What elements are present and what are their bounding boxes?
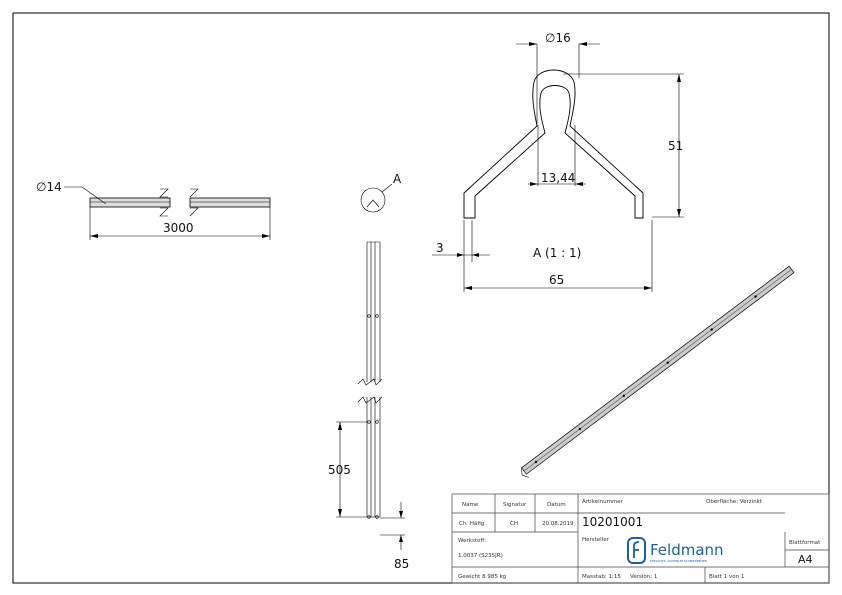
offset-85-label: 85 xyxy=(394,557,409,571)
date-value: 20.08.2019 xyxy=(542,521,574,527)
length-3000-label: 3000 xyxy=(163,221,194,235)
side-view: 505 85 xyxy=(328,241,409,571)
weight: Gewicht 8.985 kg xyxy=(458,574,506,580)
height-51-label: 51 xyxy=(668,139,683,153)
signature-value: CH xyxy=(510,521,518,527)
material-value: 1.0037 (S235JR) xyxy=(458,553,503,559)
title-block: Name Signatur Datum Ch. Häfig CH 20.08.2… xyxy=(451,493,830,584)
date-header: Datum xyxy=(547,502,566,508)
article-number: 10201001 xyxy=(582,515,643,529)
isometric-view xyxy=(521,265,795,478)
drawing-frame xyxy=(12,12,830,584)
sheet-number: Blatt 1 von 1 xyxy=(709,574,744,580)
sheet-format-value: A4 xyxy=(798,553,813,566)
name-header: Name xyxy=(462,502,479,508)
scale: Masstab: 1:15 xyxy=(582,574,621,580)
diameter-16-label: ∅16 xyxy=(545,31,571,45)
drafter-name: Ch. Häfig xyxy=(459,521,484,527)
sheet-format-label: Blattformat xyxy=(789,540,821,546)
spacing-505-label: 505 xyxy=(328,463,351,477)
feldmann-logo: Feldmann EDELSTAHL ALUMINIUM SCHMIEDEEIS… xyxy=(627,537,724,564)
detail-marker: A xyxy=(360,172,402,213)
version: Version: 1 xyxy=(630,574,657,580)
thickness-3-label: 3 xyxy=(436,241,444,255)
section-title: A (1 : 1) xyxy=(533,246,581,260)
logo-text: Feldmann xyxy=(650,541,724,559)
manufacturer-label: Hersteller xyxy=(582,537,610,543)
logo-tagline: EDELSTAHL ALUMINIUM SCHMIEDEEISEN xyxy=(650,559,707,563)
top-view: ∅14 3000 xyxy=(36,180,271,240)
material-label: Werkstoff: xyxy=(458,538,486,544)
diameter-14-label: ∅14 xyxy=(36,180,62,194)
width-65-label: 65 xyxy=(549,273,564,287)
surface-finish: Oberfläche: Verzinkt xyxy=(706,499,763,505)
signature-header: Signatur xyxy=(503,502,527,508)
inner-width-label: 13,44 xyxy=(541,171,575,185)
detail-label: A xyxy=(393,172,402,186)
article-number-label: Artikelnummer xyxy=(582,499,624,505)
section-a-profile: ∅16 13,44 51 3 A (1 : 1) 65 xyxy=(432,31,684,292)
